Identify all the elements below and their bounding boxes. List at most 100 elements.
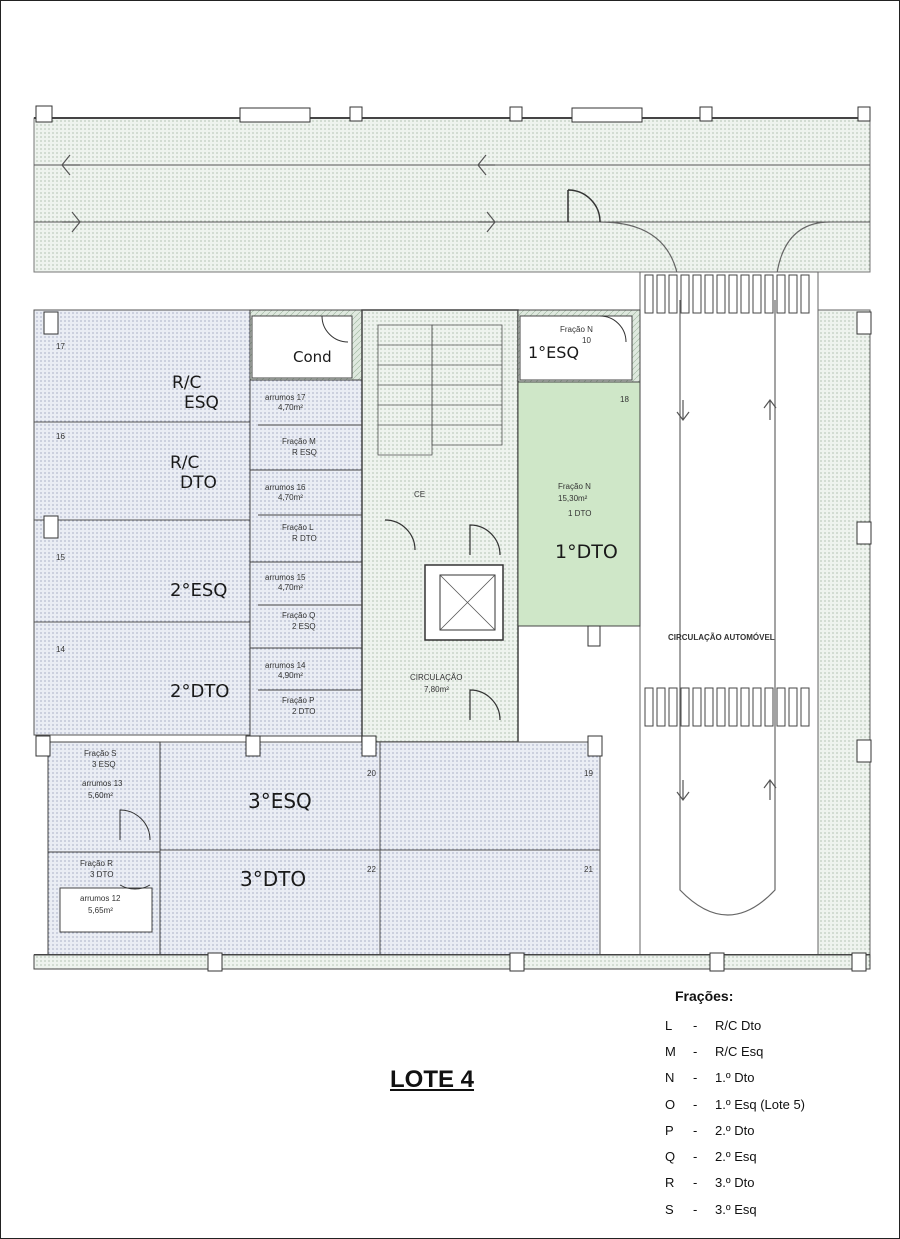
legend-code: P — [665, 1122, 674, 1138]
legend-desc: R/C Dto — [715, 1017, 762, 1033]
top-columns — [35, 105, 871, 123]
label-fracao-q-sub: 2 ESQ — [292, 622, 316, 631]
legend-sep: - — [693, 1149, 698, 1165]
hand-rc-dto-2: DTO — [180, 473, 217, 493]
label-arrumos-16-area: 4,70m² — [278, 493, 303, 502]
hand-2-esq: 2°ESQ — [170, 580, 227, 601]
legend-code: O — [665, 1096, 676, 1112]
legend-code: S — [665, 1201, 674, 1217]
crosswalk-bottom — [644, 687, 810, 727]
legend-desc: 3.º Dto — [715, 1175, 755, 1191]
legend-desc: 1.º Esq (Lote 5) — [715, 1096, 806, 1112]
label-arrumos-17: arrumos 17 — [265, 393, 306, 402]
legend-code: M — [665, 1043, 676, 1059]
street-area — [33, 117, 871, 273]
label-fracao-m-sub: R ESQ — [292, 448, 317, 457]
crosswalk-top — [644, 274, 810, 314]
legend-row: P - 2.º Dto — [660, 1117, 860, 1143]
label-fracao-p-sub: 2 DTO — [292, 707, 315, 716]
legend-sep: - — [693, 1070, 698, 1086]
legend-desc: 2.º Dto — [715, 1122, 755, 1138]
label-arrumos-14: arrumos 14 — [265, 661, 306, 670]
label-arrumos-17-area: 4,70m² — [278, 403, 303, 412]
legend-row: N - 1.º Dto — [660, 1065, 860, 1091]
legend-code: L — [665, 1017, 673, 1033]
label-fracao-q: Fração Q — [282, 611, 315, 620]
label-arrumos-12: arrumos 12 — [80, 894, 121, 903]
label-arrumos-15-area: 4,70m² — [278, 583, 303, 592]
label-fracao-m: Fração M — [282, 437, 316, 446]
label-fracao-r-sub: 3 DTO — [90, 870, 113, 879]
legend-sep: - — [693, 1043, 698, 1059]
label-fracao-r: Fração R — [80, 859, 113, 868]
hand-2-dto: 2°DTO — [170, 681, 229, 702]
legend-sep: - — [693, 1122, 698, 1138]
legend-code: R — [665, 1175, 675, 1191]
label-n16: 16 — [56, 432, 65, 441]
legend-sep: - — [693, 1201, 698, 1217]
hand-rc-esq-2: ESQ — [184, 393, 219, 413]
label-fracao-s-sub: 3 ESQ — [92, 760, 116, 769]
legend-row: L - R/C Dto — [660, 1012, 860, 1038]
label-n14: 14 — [56, 645, 65, 654]
legend-sep: - — [693, 1017, 698, 1033]
label-fracao-n: Fração N — [558, 482, 591, 491]
label-fracao-n-sub: 1 DTO — [568, 509, 591, 518]
label-fracao-l-sub: R DTO — [292, 534, 317, 543]
legend-desc: R/C Esq — [715, 1043, 764, 1059]
legend-row: Q - 2.º Esq — [660, 1143, 860, 1169]
legend-desc: 1.º Dto — [715, 1070, 755, 1086]
label-n17: 17 — [56, 342, 65, 351]
legend-code: N — [665, 1070, 675, 1086]
label-fracao-s: Fração S — [84, 749, 116, 758]
parking-left — [33, 309, 251, 736]
hand-3-esq: 3°ESQ — [248, 789, 312, 813]
room-fracao-n — [517, 381, 641, 627]
stairs — [377, 324, 503, 456]
lote-title: LOTE 4 — [390, 1066, 475, 1093]
label-fracao-o: Fração N — [560, 325, 593, 334]
hand-cond: Cond — [293, 348, 332, 366]
label-n18: 18 — [620, 395, 629, 404]
label-n20: 20 — [367, 769, 376, 778]
legend-row: O - 1.º Esq (Lote 5) — [660, 1091, 860, 1117]
legend-row: M - R/C Esq — [660, 1038, 860, 1064]
legend: Frações: L - R/C Dto M - R/C Esq N - 1.º Dto O… — [660, 988, 860, 1222]
label-circulacao: CIRCULAÇÃO — [410, 673, 462, 682]
label-n15: 15 — [56, 553, 65, 562]
car-circulation — [639, 271, 819, 959]
legend-desc: 2.º Esq — [715, 1149, 757, 1165]
label-arrumos-13-area: 5,60m² — [88, 791, 113, 800]
ramp-arrows — [676, 399, 777, 801]
label-arrumos-13: arrumos 13 — [82, 779, 123, 788]
label-fracao-o-code: 10 — [582, 336, 591, 345]
label-n21: 21 — [584, 865, 593, 874]
hand-rc-dto-1: R/C — [170, 453, 199, 473]
hand-rc-esq-1: R/C — [172, 373, 201, 393]
label-circulacao-area: 7,80m² — [424, 685, 449, 694]
label-circulacao-auto: CIRCULAÇÃO AUTOMÓVEL — [668, 633, 775, 642]
hand-3-dto: 3°DTO — [240, 867, 306, 891]
floor-plan: Fração N 10 18 arrumos 17 4,70m² Fração … — [33, 105, 872, 972]
legend-row: R - 3.º Dto — [660, 1170, 860, 1196]
legend-sep: - — [693, 1096, 698, 1112]
label-ce: CE — [414, 490, 425, 499]
legend-row: S - 3.º Esq — [660, 1196, 860, 1222]
label-fracao-n-area: 15,30m² — [558, 494, 588, 503]
label-fracao-p: Fração P — [282, 696, 314, 705]
label-arrumos-14-area: 4,90m² — [278, 671, 303, 680]
label-arrumos-15: arrumos 15 — [265, 573, 306, 582]
legend-title: Frações: — [675, 988, 734, 1004]
hand-1-esq: 1°ESQ — [528, 343, 579, 362]
label-arrumos-12-area: 5,65m² — [88, 906, 113, 915]
label-n22: 22 — [367, 865, 376, 874]
legend-sep: - — [693, 1175, 698, 1191]
lane-arrows — [61, 154, 496, 233]
label-fracao-l: Fração L — [282, 523, 314, 532]
room-fracao-s — [47, 741, 161, 853]
legend-desc: 3.º Esq — [715, 1201, 757, 1217]
hand-1-dto: 1°DTO — [555, 541, 618, 563]
legend-code: Q — [665, 1149, 676, 1165]
stair-core — [361, 309, 519, 743]
label-n19: 19 — [584, 769, 593, 778]
